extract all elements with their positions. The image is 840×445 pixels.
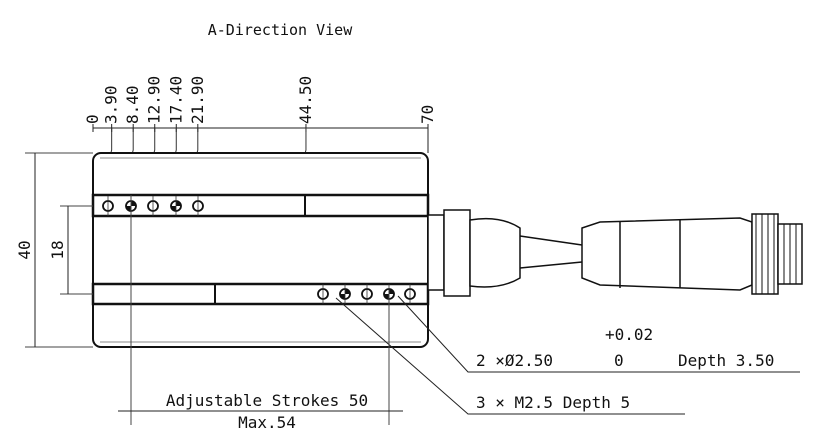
top-dimension-label: 12.90: [145, 76, 164, 124]
adjustable-stroke-label: Adjustable Strokes 50: [166, 391, 368, 410]
top-dimension-label: 44.50: [296, 76, 315, 124]
cable-connector: [427, 209, 803, 297]
thread-leader: [335, 297, 685, 415]
pin-hole-tolerance-upper: +0.02: [605, 325, 653, 344]
top-dimension-label: 21.90: [188, 76, 207, 124]
top-dimension-label: 3.90: [102, 85, 121, 124]
pin-hole-leader: [397, 295, 800, 373]
top-dimension-label: 0: [83, 114, 102, 124]
top-dimension-label: 8.40: [123, 85, 142, 124]
pin-hole-tolerance-lower: 0: [614, 351, 624, 370]
top-dimension-label: 70: [418, 105, 437, 124]
pin-hole-depth: Depth 3.50: [678, 351, 774, 370]
top-rail: [91, 193, 430, 218]
view-title: A-Direction View: [208, 21, 353, 39]
height-dimension: 40: [15, 240, 34, 259]
rail-spacing-dimension: 18: [48, 240, 67, 259]
max-stroke-label: Max.54: [238, 413, 296, 432]
slide-body: [92, 152, 429, 348]
pin-hole-spec: 2 ×Ø2.50: [476, 351, 553, 370]
top-dimension-label: 17.40: [166, 76, 185, 124]
thread-spec: 3 × M2.5 Depth 5: [476, 393, 630, 412]
bottom-rail: [91, 282, 430, 306]
